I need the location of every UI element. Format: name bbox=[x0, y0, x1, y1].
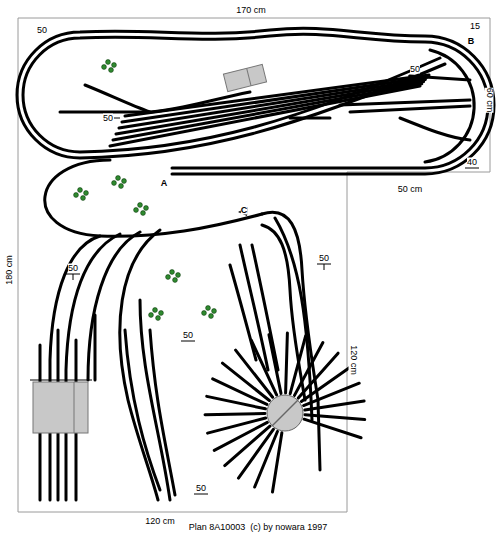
tree bbox=[209, 314, 214, 319]
turntable-tracks bbox=[205, 333, 365, 492]
dimension-label: 170 cm bbox=[236, 6, 266, 15]
stall-track bbox=[290, 336, 306, 394]
stall-track bbox=[305, 401, 364, 410]
marker-label: 50 bbox=[183, 331, 193, 340]
tree bbox=[166, 275, 171, 280]
tree bbox=[212, 309, 217, 314]
marker-label: B bbox=[468, 37, 475, 46]
engine-shed bbox=[33, 382, 88, 433]
tree bbox=[176, 273, 181, 278]
marker-label: 50 bbox=[196, 484, 206, 493]
marker-label: C bbox=[241, 206, 248, 215]
yard-tracks bbox=[110, 75, 429, 146]
shed-wall bbox=[74, 382, 75, 433]
height-marks bbox=[66, 76, 479, 494]
trees bbox=[74, 60, 217, 321]
yard-track bbox=[119, 79, 425, 128]
stall-track bbox=[205, 413, 265, 414]
tree bbox=[78, 188, 83, 193]
yard-track bbox=[122, 77, 427, 122]
tree bbox=[112, 181, 117, 186]
tree bbox=[153, 308, 158, 313]
tree bbox=[202, 311, 207, 316]
tree bbox=[156, 316, 161, 321]
tree bbox=[134, 208, 139, 213]
turntable bbox=[267, 395, 303, 431]
dimension-label: 60 cm bbox=[485, 88, 494, 113]
tree bbox=[170, 270, 175, 275]
station-building bbox=[223, 64, 266, 91]
tree bbox=[116, 176, 121, 181]
marker-label: A bbox=[161, 179, 168, 188]
marker-label: 50 bbox=[410, 65, 420, 74]
yard-track bbox=[116, 82, 424, 134]
tree bbox=[173, 278, 178, 283]
shed-line bbox=[30, 380, 92, 381]
marker-label: 40 bbox=[467, 158, 477, 167]
stall-track bbox=[208, 418, 266, 433]
tree bbox=[102, 65, 107, 70]
yard-track bbox=[125, 75, 429, 116]
marker-label: 50 bbox=[103, 114, 113, 123]
tree bbox=[122, 179, 127, 184]
tree bbox=[144, 206, 149, 211]
tree bbox=[112, 63, 117, 68]
marker-label: 50 bbox=[68, 264, 78, 273]
tree bbox=[119, 184, 124, 189]
dimension-label: 120 cm bbox=[349, 345, 358, 375]
tree bbox=[106, 60, 111, 65]
stall-track bbox=[304, 419, 361, 438]
stall-track bbox=[286, 333, 288, 393]
turntable-bridge bbox=[272, 400, 298, 426]
tree bbox=[159, 311, 164, 316]
tree bbox=[141, 211, 146, 216]
tree bbox=[138, 203, 143, 208]
dimension-label: 180 cm bbox=[5, 255, 14, 285]
tree bbox=[81, 196, 86, 201]
tree bbox=[74, 193, 79, 198]
marker-label: 50 bbox=[37, 26, 47, 35]
stall-track bbox=[269, 335, 281, 394]
tracks bbox=[17, 28, 494, 500]
stall-track bbox=[305, 415, 365, 420]
plan-caption: Plan 8A10003 (c) by nowara 1997 bbox=[189, 523, 328, 532]
dimension-label: 50 cm bbox=[398, 185, 423, 194]
tree bbox=[206, 306, 211, 311]
tree bbox=[109, 68, 114, 73]
stall-track bbox=[214, 422, 267, 450]
marker-label: 50 bbox=[319, 254, 329, 263]
tree bbox=[149, 313, 154, 318]
dimension-label: 120 cm bbox=[145, 517, 175, 526]
tree bbox=[84, 191, 89, 196]
marker-label: 15 bbox=[470, 22, 480, 31]
baseboard-outline bbox=[18, 18, 490, 512]
